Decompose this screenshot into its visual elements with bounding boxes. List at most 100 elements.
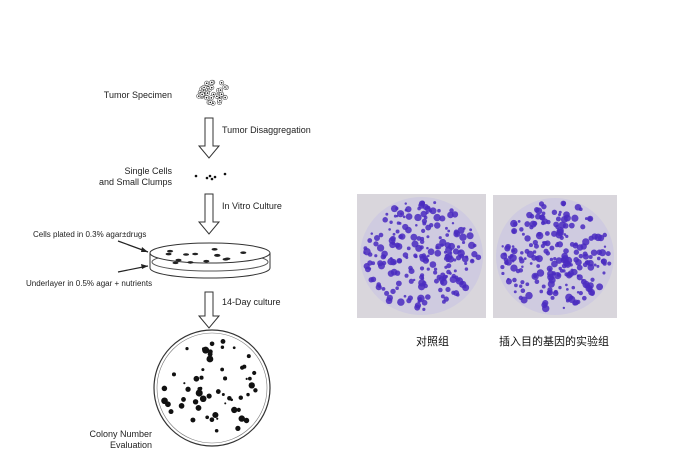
colony — [192, 399, 199, 405]
label-colony-number: Colony Number — [89, 429, 152, 439]
colony — [236, 407, 241, 412]
stained-colony — [587, 215, 594, 222]
stained-colony — [395, 229, 400, 234]
stained-colony — [528, 243, 534, 248]
colony — [224, 402, 227, 405]
stained-colony — [468, 241, 476, 250]
embedded-cell — [203, 259, 210, 263]
stained-colony — [451, 211, 459, 218]
stained-colony — [532, 239, 538, 246]
stained-colony — [373, 241, 379, 247]
colony — [246, 392, 250, 397]
stained-colony — [536, 264, 541, 268]
colony — [220, 345, 225, 349]
stained-colony — [464, 267, 469, 271]
colony — [199, 375, 204, 380]
colony — [232, 346, 236, 350]
stained-colony — [395, 206, 399, 211]
stained-colony — [520, 296, 528, 304]
stained-colony — [553, 289, 558, 294]
stained-colony — [396, 257, 403, 264]
stained-colony — [558, 210, 562, 214]
colony — [235, 425, 241, 431]
stained-colony — [381, 286, 386, 291]
stained-colony — [563, 248, 569, 254]
stained-colony — [574, 203, 582, 211]
stained-colony — [501, 245, 504, 248]
single-cells-dots — [194, 172, 227, 181]
stained-colony — [524, 248, 530, 254]
stained-colony — [602, 261, 607, 266]
colony — [190, 417, 196, 423]
stained-colony — [389, 256, 393, 260]
stained-colony — [509, 254, 517, 262]
stained-colony — [370, 232, 374, 235]
stained-colony — [597, 234, 605, 242]
colony — [209, 341, 215, 347]
stained-colony — [459, 250, 462, 253]
colony — [205, 415, 210, 420]
stained-colony — [511, 245, 515, 248]
stained-colony — [426, 246, 429, 250]
stained-colony — [386, 294, 393, 301]
embedded-cell — [240, 251, 247, 255]
embedded-cell — [167, 249, 174, 253]
stained-colony — [511, 229, 516, 234]
stained-colony — [469, 228, 473, 232]
stained-colony — [529, 262, 533, 265]
stained-colony — [544, 240, 551, 247]
cell-nucleus — [205, 96, 208, 99]
stained-colony — [433, 213, 441, 222]
stained-colony — [519, 227, 524, 232]
stained-colony — [529, 225, 534, 230]
stained-colony — [425, 224, 432, 231]
colony — [195, 389, 203, 397]
stained-colony — [434, 249, 442, 257]
stained-colony — [607, 261, 612, 266]
stained-colony — [373, 235, 381, 242]
stained-colony — [598, 249, 607, 257]
single-cell — [205, 176, 209, 180]
stained-colony — [576, 290, 580, 294]
stained-colony — [426, 235, 430, 239]
stained-colony — [536, 269, 545, 277]
stained-colony — [448, 272, 452, 275]
stained-colony — [395, 286, 399, 290]
cell-nucleus — [206, 92, 209, 94]
stained-colony — [500, 252, 508, 260]
stained-colony — [438, 236, 442, 240]
stained-colony — [565, 287, 569, 291]
stained-colony — [451, 221, 455, 225]
colony — [248, 376, 252, 381]
colony — [168, 409, 174, 415]
stained-colony — [587, 264, 595, 271]
colony — [195, 405, 202, 411]
stained-colony — [537, 232, 542, 237]
colony — [216, 417, 219, 420]
stained-colony — [439, 238, 447, 247]
stained-colony — [445, 233, 450, 237]
stained-colony — [558, 285, 562, 290]
stained-colony — [534, 207, 540, 213]
colony — [230, 398, 234, 402]
stained-colony — [511, 259, 515, 263]
stained-colony — [446, 263, 452, 269]
stained-colony — [395, 243, 403, 250]
stained-colony — [524, 221, 531, 227]
label-small-clumps: and Small Clumps — [98, 177, 172, 187]
label-14-day-culture: 14-Day culture — [222, 297, 281, 307]
stained-colony — [408, 265, 413, 271]
stained-colony — [580, 224, 586, 230]
colony — [206, 355, 214, 363]
stained-colony — [453, 258, 457, 262]
arrow-culture — [197, 291, 221, 329]
stained-colony — [507, 255, 512, 260]
stained-colony — [393, 260, 397, 265]
stained-colony — [419, 239, 425, 245]
stained-colony — [425, 210, 429, 215]
stained-colony — [584, 217, 588, 220]
stained-colony — [551, 271, 556, 276]
stained-colony — [565, 283, 568, 287]
stained-colony — [438, 287, 443, 293]
embedded-cell — [172, 261, 179, 265]
